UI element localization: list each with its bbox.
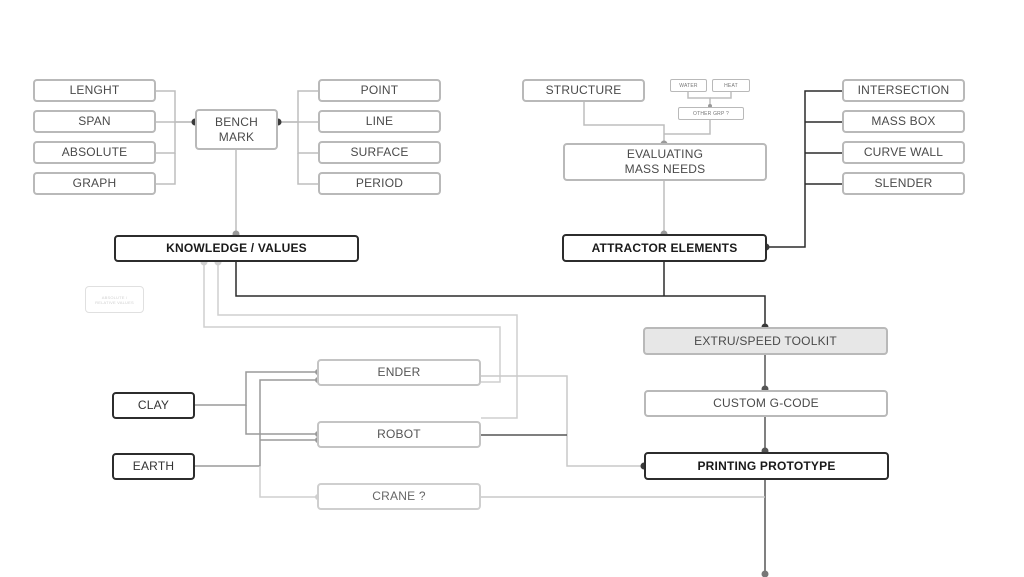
heat-node[interactable]: HEAT [712,79,750,92]
benchmark-node[interactable]: BENCH MARK [195,109,278,150]
custom-gcode-node[interactable]: CUSTOM G-CODE [644,390,888,417]
connector-clay-ender [195,371,318,406]
earth-node[interactable]: EARTH [112,453,195,480]
connector-knowledge-robot [217,261,518,419]
surface-node[interactable]: SURFACE [318,141,441,164]
period-node[interactable]: PERIOD [318,172,441,195]
ender-node[interactable]: ENDER [317,359,481,386]
junction-dot [761,570,769,577]
crane-node[interactable]: CRANE ? [317,483,481,510]
robot-node[interactable]: ROBOT [317,421,481,448]
slender-node[interactable]: SLENDER [842,172,965,195]
connector-clay-robot [245,405,318,435]
graph-node[interactable]: GRAPH [33,172,156,195]
clay-node[interactable]: CLAY [112,392,195,419]
absolute-node[interactable]: ABSOLUTE [33,141,156,164]
lenght-node[interactable]: LENGHT [33,79,156,102]
printing-prototype-node[interactable]: PRINTING PROTOTYPE [644,452,889,480]
line-node[interactable]: LINE [318,110,441,133]
mass-box-node[interactable]: MASS BOX [842,110,965,133]
extru-speed-toolkit-node[interactable]: EXTRU/SPEED TOOLKIT [643,327,888,355]
connector-knowledge-toolkit [235,261,766,328]
connector-earth-crane [259,466,318,498]
connector-earth-ender [195,379,318,467]
connector-lenght-benchmark [156,90,195,123]
connector-benchmark-point [278,90,318,123]
structure-node[interactable]: STRUCTURE [522,79,645,102]
curve-wall-node[interactable]: CURVE WALL [842,141,965,164]
connector-benchmark-period [297,153,318,185]
other-grp-node[interactable]: OTHER GRP ? [678,107,744,120]
evaluating-mass-needs-node[interactable]: EVALUATING MASS NEEDS [563,143,767,181]
knowledge-values-node[interactable]: KNOWLEDGE / VALUES [114,235,359,262]
water-node[interactable]: WATER [670,79,707,92]
attractor-elements-node[interactable]: ATTRACTOR ELEMENTS [562,234,767,262]
absolute-relative-values-node[interactable]: ABSOLUTE / RELATIVE VALUES [85,286,144,313]
connector-absolute-benchmark [156,122,176,154]
connector-heat-othergrp [710,92,732,99]
connector-benchmark-surface [297,122,318,154]
connector-graph-benchmark [156,153,176,185]
connector-attractor-intersection [766,90,842,248]
connector-water-othergrp [687,92,711,106]
connector-structure-evaluating [583,102,665,143]
connector-othergrp-evaluating [664,120,711,135]
connector-ender-printing [481,375,644,467]
point-node[interactable]: POINT [318,79,441,102]
span-node[interactable]: SPAN [33,110,156,133]
intersection-node[interactable]: INTERSECTION [842,79,965,102]
connector-knowledge-ender [203,261,501,383]
